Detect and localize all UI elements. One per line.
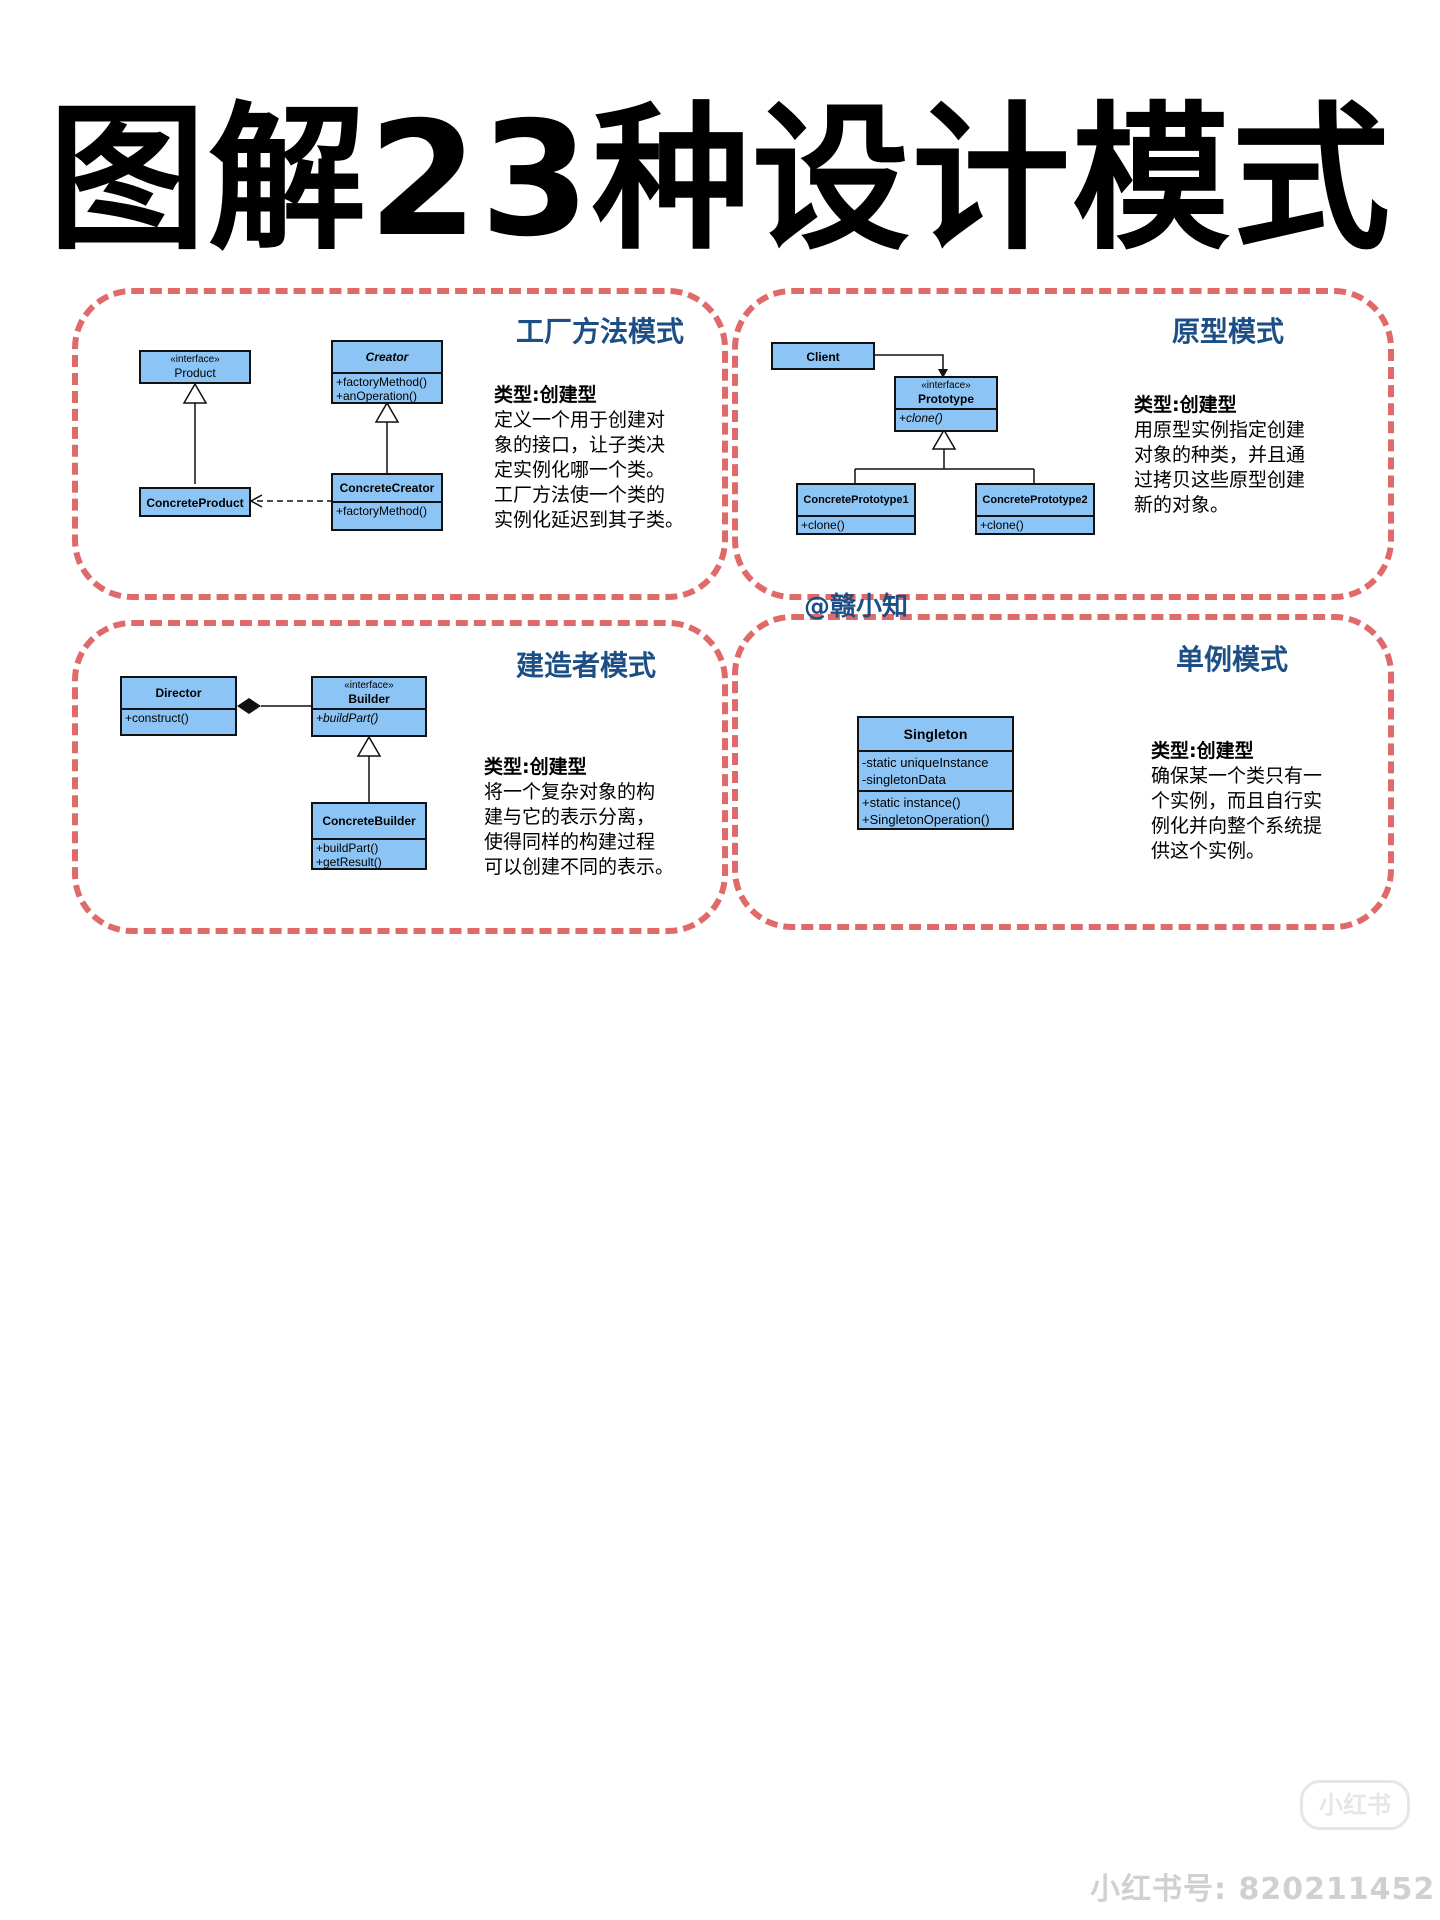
factory-panel: [72, 288, 728, 600]
uml-class-concrete-builder: ConcreteBuilder +buildPart() +getResult(…: [311, 802, 427, 870]
prototype-name: Prototype: [917, 392, 974, 406]
concrete-creator-operations: +factoryMethod(): [333, 501, 441, 519]
cp2-operations: +clone(): [977, 515, 1093, 533]
product-name: Product: [174, 366, 216, 380]
factory-type: 类型:创建型: [494, 384, 597, 406]
singleton-operations: +static instance() +SingletonOperation(): [859, 790, 1012, 830]
builder-desc-text: 将一个复杂对象的构 建与它的表示分离， 使得同样的构建过程 可以创建不同的表示。: [484, 781, 675, 878]
singleton-fields: -static uniqueInstance -singletonData: [859, 750, 1012, 790]
factory-desc-text: 定义一个用于创建对 象的接口，让子类决 定实例化哪一个类。 工厂方法使一个类的 …: [494, 409, 685, 531]
xhs-id: 小红书号: 820211452: [1090, 1872, 1436, 1907]
concrete-product-name: ConcreteProduct: [146, 496, 244, 510]
builder-stereotype: «interface»: [344, 680, 394, 691]
director-name: Director: [155, 686, 202, 700]
uml-class-concrete-prototype-2: ConcretePrototype2 +clone(): [975, 483, 1095, 535]
product-stereotype: «interface»: [170, 354, 220, 365]
page-title: 图解23种设计模式: [48, 88, 1392, 272]
builder-description: 类型:创建型将一个复杂对象的构 建与它的表示分离， 使得同样的构建过程 可以创建…: [484, 730, 710, 880]
xhs-logo: 小红书: [1300, 1780, 1410, 1830]
prototype-operations: +clone(): [896, 408, 996, 426]
singleton-title: 单例模式: [1176, 643, 1289, 676]
builder-operations: +buildPart(): [313, 708, 425, 726]
author-watermark: @赣小知: [804, 592, 909, 622]
prototype-title: 原型模式: [1172, 315, 1285, 348]
client-name: Client: [806, 350, 840, 364]
uml-class-prototype: «interface»Prototype +clone(): [894, 376, 998, 432]
concrete-builder-name: ConcreteBuilder: [322, 814, 416, 828]
uml-class-client: Client: [771, 342, 875, 370]
builder-type: 类型:创建型: [484, 756, 587, 778]
uml-class-product: «interface»Product: [139, 350, 251, 384]
uml-class-builder: «interface»Builder +buildPart(): [311, 676, 427, 737]
singleton-desc-text: 确保某一个类只有一 个实例，而且自行实 例化并向整个系统提 供这个实例。: [1151, 765, 1323, 862]
prototype-desc-text: 用原型实例指定创建 对象的种类，并且通 过拷贝这些原型创建 新的对象。: [1134, 419, 1306, 516]
uml-class-concrete-prototype-1: ConcretePrototype1 +clone(): [796, 483, 916, 535]
prototype-type: 类型:创建型: [1134, 394, 1237, 416]
director-operations: +construct(): [122, 708, 235, 726]
concrete-creator-name: ConcreteCreator: [339, 481, 435, 495]
uml-class-singleton: Singleton -static uniqueInstance -single…: [857, 716, 1014, 830]
cp2-name: ConcretePrototype2: [982, 494, 1088, 506]
prototype-panel: [732, 288, 1394, 600]
uml-class-creator: Creator +factoryMethod() +anOperation(): [331, 340, 443, 404]
builder-name: Builder: [348, 692, 390, 706]
builder-panel: [72, 620, 728, 934]
singleton-type: 类型:创建型: [1151, 740, 1254, 762]
uml-class-concrete-creator: ConcreteCreator +factoryMethod(): [331, 473, 443, 531]
singleton-description: 类型:创建型确保某一个类只有一 个实例，而且自行实 例化并向整个系统提 供这个实…: [1151, 714, 1371, 864]
concrete-builder-operations: +buildPart() +getResult(): [313, 838, 425, 870]
creator-name: Creator: [365, 350, 409, 364]
cp1-name: ConcretePrototype1: [803, 494, 909, 506]
builder-title: 建造者模式: [516, 649, 657, 682]
prototype-description: 类型:创建型用原型实例指定创建 对象的种类，并且通 过拷贝这些原型创建 新的对象…: [1134, 368, 1354, 518]
singleton-panel: [732, 614, 1394, 930]
factory-title: 工厂方法模式: [516, 315, 685, 348]
creator-operations: +factoryMethod() +anOperation(): [333, 372, 441, 404]
uml-class-director: Director +construct(): [120, 676, 237, 736]
factory-description: 类型:创建型定义一个用于创建对 象的接口，让子类决 定实例化哪一个类。 工厂方法…: [494, 358, 704, 533]
uml-class-concrete-product: ConcreteProduct: [139, 487, 251, 517]
cp1-operations: +clone(): [798, 515, 914, 533]
prototype-stereotype: «interface»: [921, 380, 971, 391]
singleton-name: Singleton: [903, 726, 968, 742]
